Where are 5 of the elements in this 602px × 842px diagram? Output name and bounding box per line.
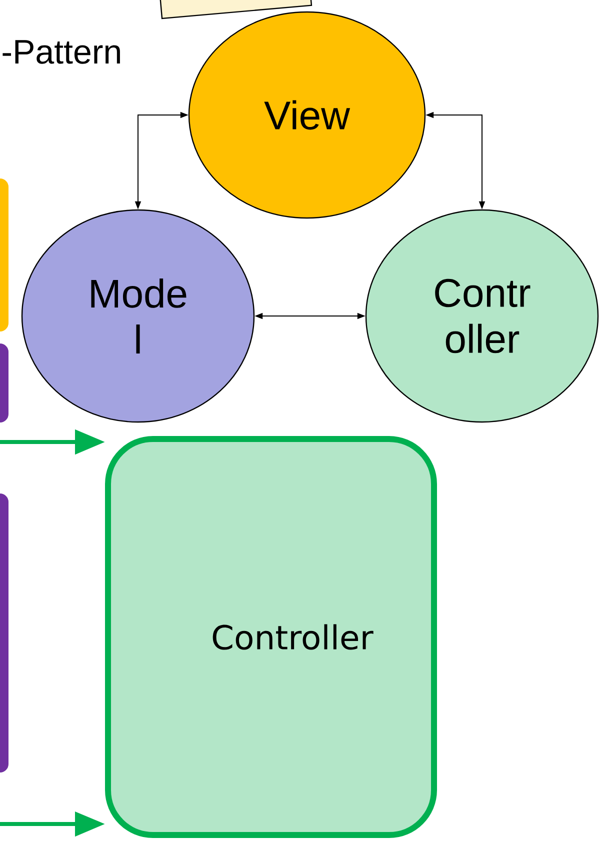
rounded-box	[0, 344, 8, 422]
rounded-box	[0, 178, 8, 332]
rounded-box	[0, 494, 8, 772]
controller-box: Controller	[105, 436, 437, 838]
title-text: -Pattern	[2, 40, 120, 64]
